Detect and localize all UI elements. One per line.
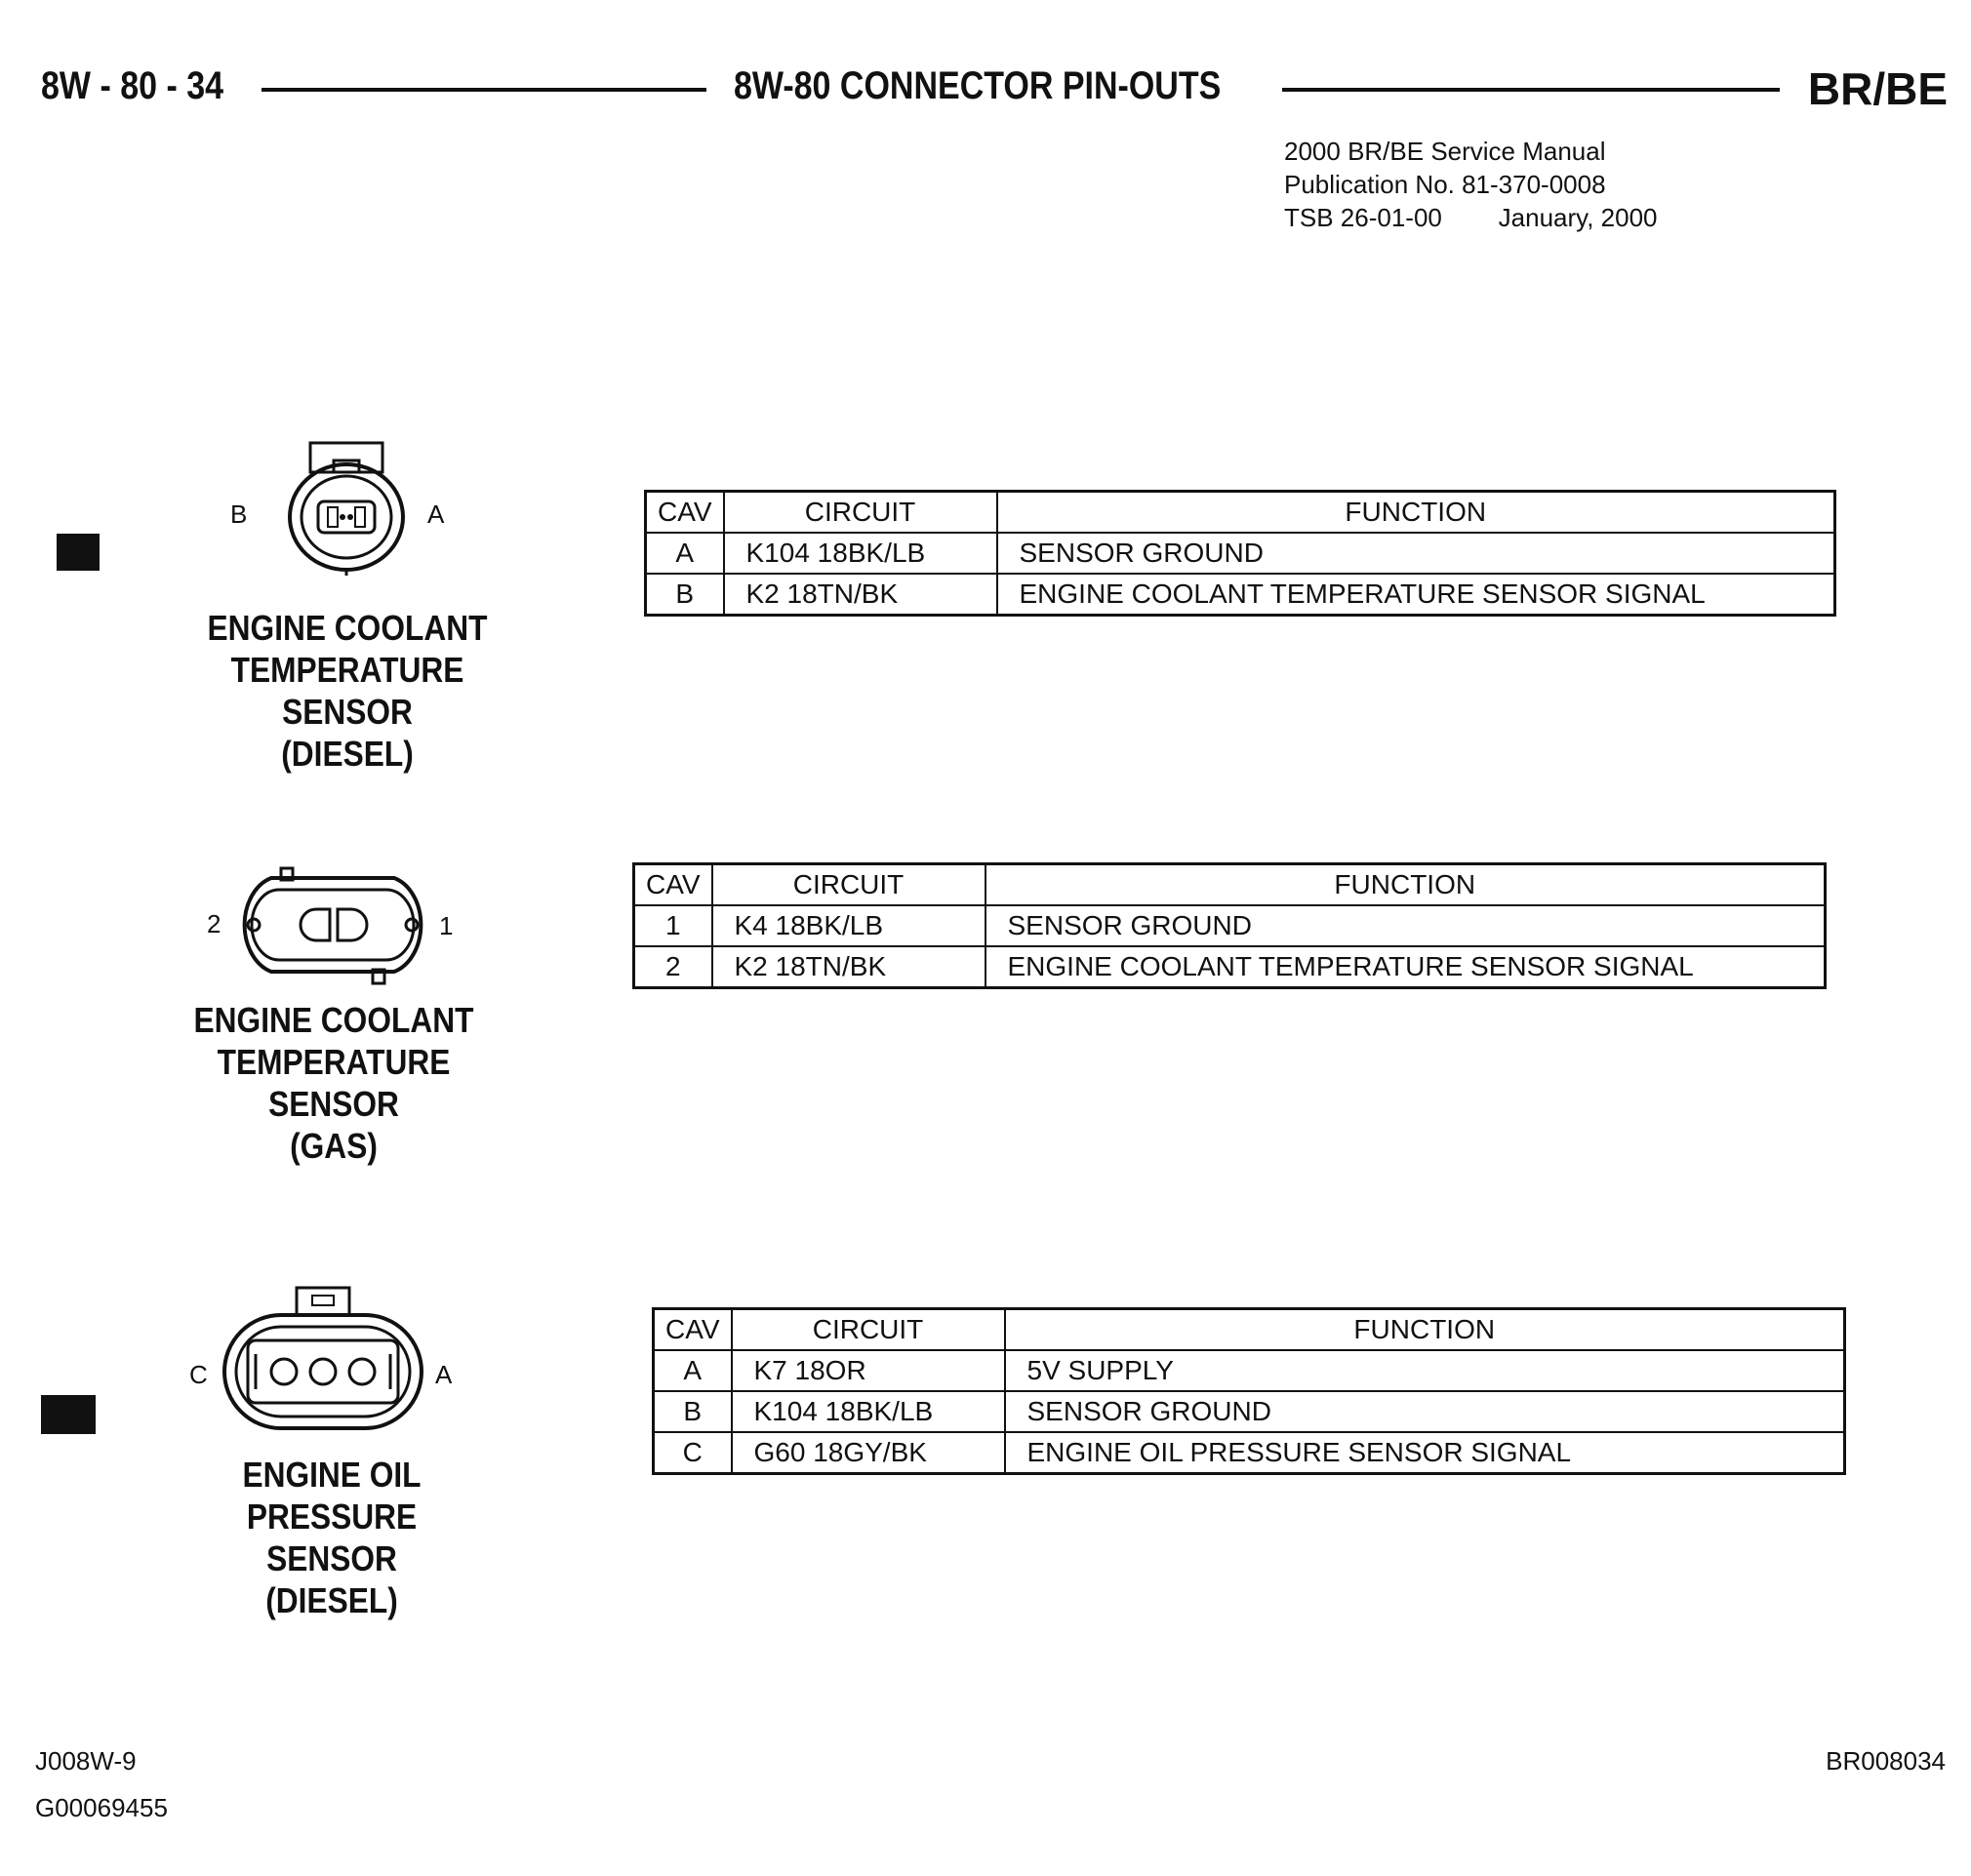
caption-line: SENSOR [282,692,413,732]
col-header-function: FUNCTION [1003,1307,1846,1351]
connector-diagram-ect-diesel [288,441,405,576]
function-cell: SENSOR GROUND [984,904,1827,947]
table-row: A K7 18OR 5V SUPPLY [652,1349,1846,1392]
figure-code: J008W-9 [35,1746,137,1776]
graphic-id: G00069455 [35,1793,168,1822]
col-header-circuit: CIRCUIT [730,1307,1006,1351]
cav-cell: B [644,573,725,617]
table-header-row: CAV CIRCUIT FUNCTION [652,1307,1846,1351]
table-row: B K104 18BK/LB SENSOR GROUND [652,1390,1846,1433]
page-code: BR008034 [1826,1746,1946,1776]
col-header-circuit: CIRCUIT [710,862,986,906]
table-row: 1 K4 18BK/LB SENSOR GROUND [632,904,1827,947]
col-header-function: FUNCTION [995,490,1836,534]
pin-label-2: 2 [207,909,221,938]
connector-diagram-oil-pressure [222,1286,423,1430]
function-cell: SENSOR GROUND [995,532,1836,575]
pinout-table-oil-pressure: CAV CIRCUIT FUNCTION A K7 18OR 5V SUPPLY… [652,1307,1846,1475]
circuit-cell: K104 18BK/LB [722,532,998,575]
pin-label-1: 1 [439,911,454,940]
circuit-cell: G60 18GY/BK [730,1431,1006,1475]
caption-line: (GAS) [290,1126,378,1166]
col-header-cav: CAV [632,862,713,906]
table-row: C G60 18GY/BK ENGINE OIL PRESSURE SENSOR… [652,1431,1846,1475]
pin-label-b: B [230,499,248,529]
section-marker [41,1395,96,1434]
pin-label-a: A [435,1360,453,1389]
circuit-cell: K2 18TN/BK [722,573,998,617]
connector-caption-ect-diesel: ENGINE COOLANT TEMPERATURE SENSOR (DIESE… [181,607,513,775]
pinout-table-ect-diesel: CAV CIRCUIT FUNCTION A K104 18BK/LB SENS… [644,490,1836,617]
cav-cell: B [652,1390,733,1433]
caption-line: PRESSURE SENSOR [246,1497,418,1578]
connector-diagram-ect-gas [242,866,423,985]
section-marker [57,534,100,571]
circuit-cell: K104 18BK/LB [730,1390,1006,1433]
circuit-cell: K7 18OR [730,1349,1006,1392]
caption-line: (DIESEL) [281,734,414,774]
caption-line: ENGINE COOLANT [193,1000,474,1040]
table-row: B K2 18TN/BK ENGINE COOLANT TEMPERATURE … [644,573,1836,617]
connector-caption-ect-gas: ENGINE COOLANT TEMPERATURE SENSOR (GAS) [168,999,500,1167]
cav-cell: A [652,1349,733,1392]
function-cell: ENGINE COOLANT TEMPERATURE SENSOR SIGNAL [984,945,1827,989]
manual-info: 2000 BR/BE Service Manual Publication No… [1284,135,1658,234]
circuit-cell: K2 18TN/BK [710,945,986,989]
function-cell: 5V SUPPLY [1003,1349,1846,1392]
cav-cell: C [652,1431,733,1475]
cav-cell: 2 [632,945,713,989]
caption-line: SENSOR [268,1084,399,1124]
cav-cell: 1 [632,904,713,947]
function-cell: SENSOR GROUND [1003,1390,1846,1433]
pin-label-c: C [189,1360,208,1389]
header-rule-right [1282,88,1780,92]
caption-line: ENGINE COOLANT [207,608,488,648]
col-header-circuit: CIRCUIT [722,490,998,534]
tsb-date: TSB 26-01-00 January, 2000 [1284,203,1658,232]
table-row: 2 K2 18TN/BK ENGINE COOLANT TEMPERATURE … [632,945,1827,989]
col-header-function: FUNCTION [984,862,1827,906]
cav-cell: A [644,532,725,575]
table-header-row: CAV CIRCUIT FUNCTION [644,490,1836,534]
pin-label-a: A [427,499,445,529]
vehicle-code: BR/BE [1807,63,1948,114]
caption-line: ENGINE OIL [242,1455,422,1495]
caption-line: TEMPERATURE [217,1042,451,1082]
page-number: 8W - 80 - 34 [41,64,224,107]
function-cell: ENGINE COOLANT TEMPERATURE SENSOR SIGNAL [995,573,1836,617]
page-title: 8W-80 CONNECTOR PIN-OUTS [734,64,1222,107]
col-header-cav: CAV [644,490,725,534]
manual-title: 2000 BR/BE Service Manual [1284,137,1606,166]
table-header-row: CAV CIRCUIT FUNCTION [632,862,1827,906]
col-header-cav: CAV [652,1307,733,1351]
caption-line: (DIESEL) [265,1580,398,1620]
circuit-cell: K4 18BK/LB [710,904,986,947]
caption-line: TEMPERATURE [230,650,464,690]
table-row: A K104 18BK/LB SENSOR GROUND [644,532,1836,575]
header-rule-left [261,88,706,92]
pinout-table-ect-gas: CAV CIRCUIT FUNCTION 1 K4 18BK/LB SENSOR… [632,862,1827,989]
connector-caption-oil-pressure: ENGINE OIL PRESSURE SENSOR (DIESEL) [166,1454,498,1621]
function-cell: ENGINE OIL PRESSURE SENSOR SIGNAL [1003,1431,1846,1475]
publication-number: Publication No. 81-370-0008 [1284,170,1606,199]
